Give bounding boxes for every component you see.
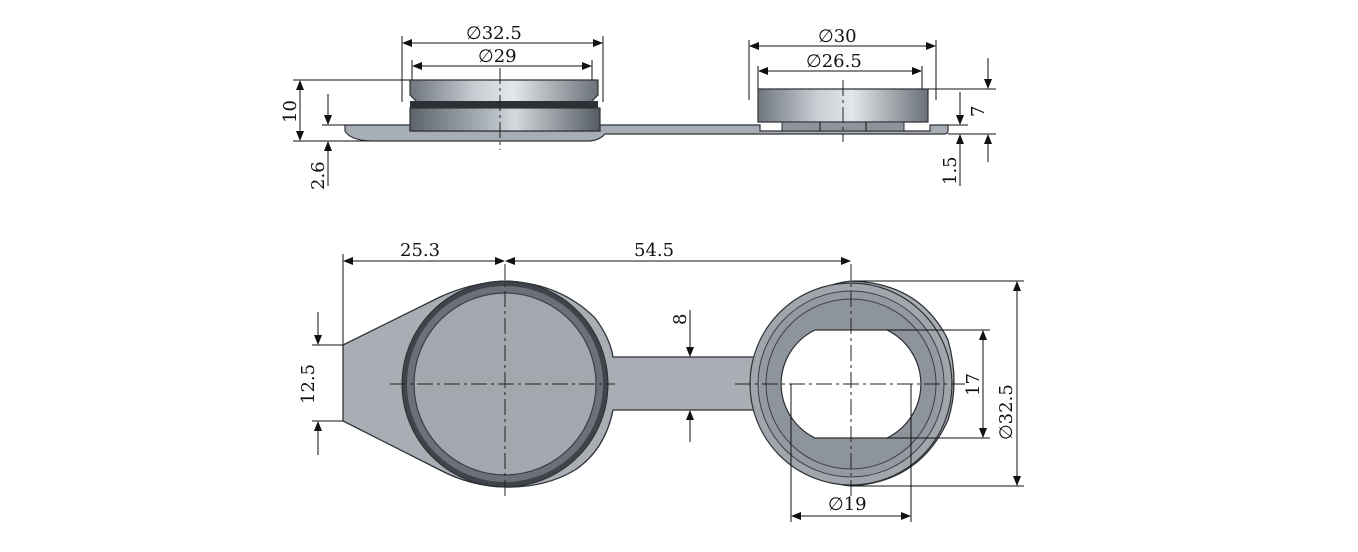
left-cap-top bbox=[409, 79, 599, 104]
label-right-height: 7 bbox=[968, 106, 989, 117]
left-cap-groove bbox=[410, 101, 598, 109]
label-dia-right-inner: ∅26.5 bbox=[806, 51, 862, 72]
right-cap-lower bbox=[781, 121, 905, 132]
label-length-left: 25.3 bbox=[400, 240, 440, 261]
label-right-outer-plan: ∅32.5 bbox=[996, 384, 1017, 440]
right-cap-body bbox=[757, 88, 929, 123]
label-strap-width: 8 bbox=[670, 314, 691, 325]
plan-view: 25.3 54.5 12.5 8 17 ∅32.5 ∅19 bbox=[298, 240, 1024, 522]
label-dia-left-inner: ∅29 bbox=[478, 46, 517, 67]
left-cap-body bbox=[409, 107, 601, 132]
label-hole-flat: 17 bbox=[963, 373, 984, 396]
side-view: ∅32.5 ∅29 ∅30 ∅26.5 10 2.6 7 1.5 bbox=[280, 23, 996, 190]
side-base-plate bbox=[344, 124, 949, 142]
label-right-plate: 1.5 bbox=[940, 156, 961, 185]
label-dia-left-outer: ∅32.5 bbox=[466, 23, 522, 44]
label-height-total: 10 bbox=[280, 100, 301, 123]
label-tab-width: 12.5 bbox=[298, 364, 319, 404]
label-dia-right-outer: ∅30 bbox=[818, 26, 857, 47]
label-hole-dia: ∅19 bbox=[828, 494, 867, 515]
label-plate-thickness: 2.6 bbox=[308, 161, 329, 190]
label-length-center: 54.5 bbox=[634, 240, 674, 261]
